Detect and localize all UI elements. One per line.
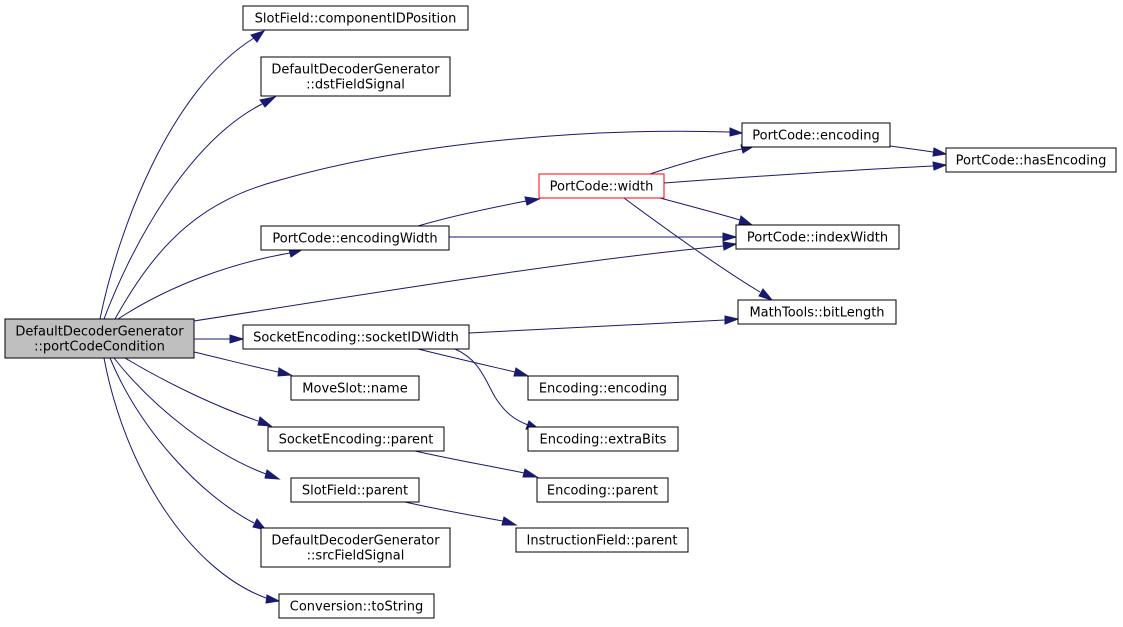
node-label: DefaultDecoderGenerator bbox=[271, 63, 440, 78]
node-box bbox=[515, 527, 689, 553]
node-label: SocketEncoding::parent bbox=[279, 433, 434, 448]
node-label: PortCode::hasEncoding bbox=[956, 154, 1107, 169]
node-indexWidth[interactable]: PortCode::indexWidth bbox=[735, 224, 900, 250]
node-box bbox=[260, 56, 451, 97]
node-box bbox=[737, 299, 897, 325]
node-label: SocketEncoding::socketIDWidth bbox=[253, 331, 459, 346]
node-label: InstructionField::parent bbox=[527, 534, 678, 549]
edge-root-to-indexWidth bbox=[193, 241, 738, 322]
node-if-parent[interactable]: InstructionField::parent bbox=[515, 527, 689, 553]
node-box bbox=[527, 426, 679, 452]
node-box bbox=[260, 527, 451, 568]
node-box bbox=[538, 173, 665, 199]
node-label: DefaultDecoderGenerator bbox=[271, 534, 440, 549]
node-label: ::dstFieldSignal bbox=[306, 78, 405, 93]
node-label: SlotField::parent bbox=[302, 484, 408, 499]
node-hasEncoding[interactable]: PortCode::hasEncoding bbox=[945, 147, 1117, 173]
node-srcFieldSignal[interactable]: DefaultDecoderGenerator::srcFieldSignal bbox=[260, 527, 451, 568]
node-box bbox=[741, 122, 891, 148]
node-box bbox=[527, 375, 679, 401]
edges bbox=[99, 30, 948, 604]
node-box bbox=[242, 5, 469, 31]
node-label: DefaultDecoderGenerator bbox=[15, 325, 184, 340]
node-label: MoveSlot::name bbox=[302, 382, 407, 397]
edge-pc_width-to-bitLength bbox=[623, 197, 774, 301]
node-label: ::srcFieldSignal bbox=[307, 549, 405, 564]
node-label: Encoding::extraBits bbox=[540, 433, 667, 448]
edge-sf_parent-to-if_parent bbox=[404, 501, 518, 526]
node-se-parent[interactable]: SocketEncoding::parent bbox=[267, 426, 445, 452]
node-label: PortCode::encoding bbox=[752, 129, 880, 144]
node-dstFieldSignal[interactable]: DefaultDecoderGenerator::dstFieldSignal bbox=[260, 56, 451, 97]
node-label: PortCode::indexWidth bbox=[747, 231, 888, 246]
node-label: PortCode::encodingWidth bbox=[272, 232, 437, 247]
edge-root-to-se_parent bbox=[124, 357, 273, 427]
node-label: Encoding::parent bbox=[547, 484, 658, 499]
edge-socketIDWidth-to-enc_encoding bbox=[417, 348, 530, 377]
node-box bbox=[290, 477, 420, 503]
node-box bbox=[278, 593, 435, 619]
edge-encodingWidth-to-pc_width bbox=[417, 196, 541, 227]
node-box bbox=[945, 147, 1117, 173]
node-label: SlotField::componentIDPosition bbox=[255, 12, 457, 27]
edge-root-to-pc_encoding bbox=[114, 127, 744, 320]
node-box bbox=[290, 375, 420, 401]
node-box bbox=[242, 324, 470, 350]
node-componentIDPosition[interactable]: SlotField::componentIDPosition bbox=[242, 5, 469, 31]
edge-root-to-socketIDWidth bbox=[194, 334, 245, 344]
node-toString[interactable]: Conversion::toString bbox=[278, 593, 435, 619]
edge-socketIDWidth-to-bitLength bbox=[468, 315, 740, 334]
node-encodingWidth[interactable]: PortCode::encodingWidth bbox=[260, 225, 450, 251]
node-box bbox=[735, 224, 900, 250]
edge-pc_width-to-pc_encoding bbox=[649, 144, 756, 175]
node-box bbox=[267, 426, 445, 452]
node-label: Conversion::toString bbox=[290, 600, 424, 615]
edge-root-to-dstFieldSignal bbox=[103, 96, 277, 320]
node-box bbox=[536, 477, 669, 503]
node-extraBits[interactable]: Encoding::extraBits bbox=[527, 426, 679, 452]
node-ms-name[interactable]: MoveSlot::name bbox=[290, 375, 420, 401]
node-root: DefaultDecoderGenerator::portCodeConditi… bbox=[4, 318, 195, 359]
edge-root-to-toString bbox=[103, 357, 281, 604]
edge-root-to-ms_name bbox=[193, 351, 293, 377]
node-sf-parent[interactable]: SlotField::parent bbox=[290, 477, 420, 503]
edge-se_parent-to-enc_parent bbox=[414, 450, 539, 478]
node-bitLength[interactable]: MathTools::bitLength bbox=[737, 299, 897, 325]
node-socketIDWidth[interactable]: SocketEncoding::socketIDWidth bbox=[242, 324, 470, 350]
edge-pc_width-to-hasEncoding bbox=[663, 161, 948, 184]
node-box bbox=[260, 225, 450, 251]
node-label: Encoding::encoding bbox=[539, 382, 667, 397]
node-pc-encoding[interactable]: PortCode::encoding bbox=[741, 122, 891, 148]
node-label: MathTools::bitLength bbox=[749, 306, 884, 321]
edge-encodingWidth-to-indexWidth bbox=[449, 232, 738, 242]
node-label: ::portCodeCondition bbox=[34, 340, 165, 355]
node-pc-width[interactable]: PortCode::width bbox=[538, 173, 665, 199]
edge-root-to-srcFieldSignal bbox=[109, 357, 268, 531]
edge-root-to-sf_parent bbox=[113, 357, 281, 480]
nodes: DefaultDecoderGenerator::portCodeConditi… bbox=[4, 5, 1117, 619]
edge-root-to-componentIDPosition bbox=[99, 30, 266, 320]
node-enc-parent[interactable]: Encoding::parent bbox=[536, 477, 669, 503]
edge-pc_encoding-to-hasEncoding bbox=[889, 145, 948, 157]
node-label: PortCode::width bbox=[550, 180, 654, 195]
node-box bbox=[4, 318, 195, 359]
edge-pc_width-to-indexWidth bbox=[659, 197, 754, 226]
node-enc-encoding[interactable]: Encoding::encoding bbox=[527, 375, 679, 401]
